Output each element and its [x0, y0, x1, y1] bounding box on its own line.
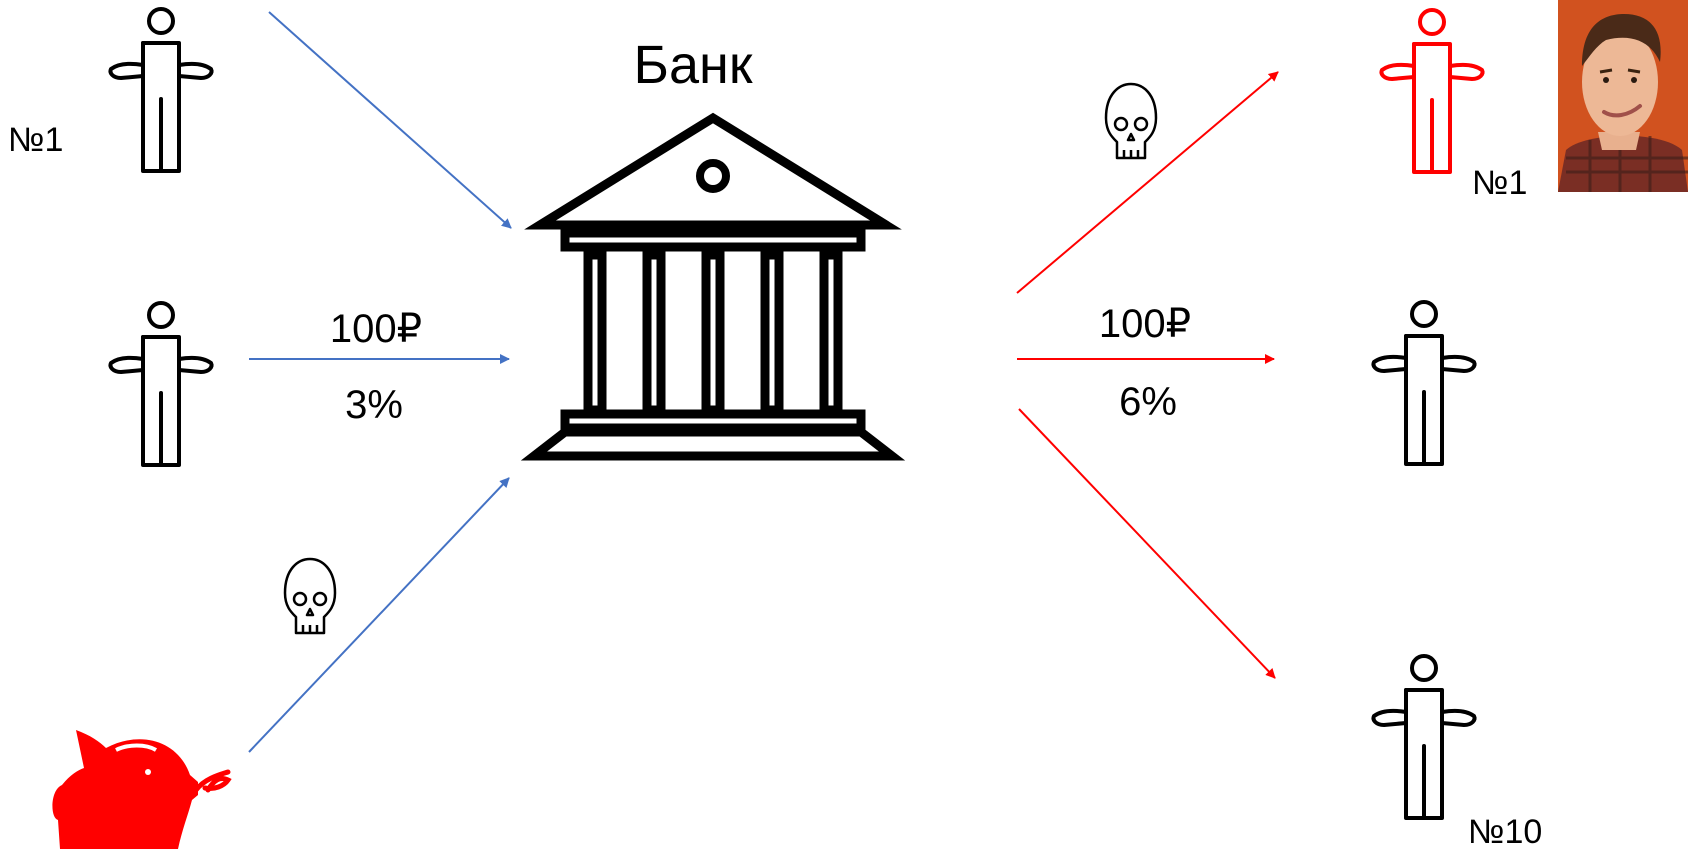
- depositor-person-icon: [108, 301, 214, 467]
- piggy-bank-icon: [52, 730, 232, 849]
- depositor-label: №1: [8, 121, 63, 159]
- loan-rate: 6%: [1119, 380, 1177, 424]
- bank-title: Банк: [634, 35, 753, 95]
- borrower-first-label: №1: [1472, 164, 1527, 202]
- borrower-person-icon: [1371, 654, 1477, 820]
- deposit-rate: 3%: [345, 383, 403, 427]
- deposit-amount: 100₽: [330, 307, 422, 351]
- deposit-arrow: [248, 477, 510, 753]
- smirking-man-photo: [1558, 0, 1688, 192]
- deposit-arrow: [268, 11, 512, 229]
- bank-building-icon: [520, 112, 906, 461]
- skull-icon: [283, 557, 337, 635]
- borrower-person-icon: [1371, 300, 1477, 466]
- defaulting-borrower-person-icon: [1379, 8, 1485, 174]
- skull-icon: [1104, 82, 1158, 160]
- loan-amount: 100₽: [1099, 302, 1191, 346]
- loan-arrow: [1018, 408, 1276, 679]
- loan-arrow: [1016, 71, 1279, 294]
- depositor-person-icon: [108, 7, 214, 173]
- borrower-last-label: №10: [1468, 813, 1542, 849]
